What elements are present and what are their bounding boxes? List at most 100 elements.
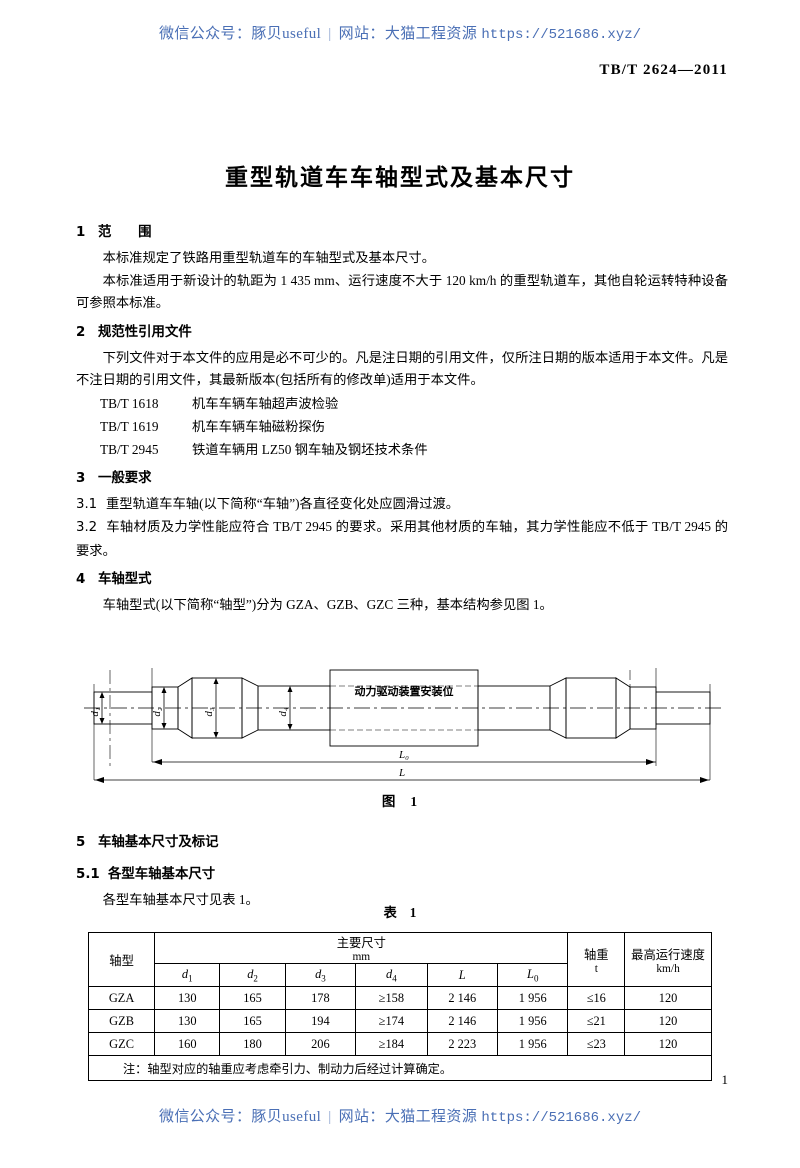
cell-L-gza: 2 146 <box>426 986 499 1010</box>
table-caption-label: 表 <box>383 906 397 921</box>
th-max-speed-label: 最高运行速度 <box>631 947 705 962</box>
reference-code-1: TB/T 1618 <box>100 395 159 411</box>
reference-name-1: 机车车辆车轴超声波检验 <box>192 395 339 411</box>
th-d2: d2 <box>219 963 286 987</box>
table-row: GZC 160 180 206 ≥184 2 223 1 956 ≤23 120 <box>87 1032 712 1056</box>
table-header-row-1: 轴型 主要尺寸 mm 轴重 t 最高运行速度 km/h <box>87 932 712 987</box>
reference-name-2: 机车车辆车轴磁粉探伤 <box>192 418 325 434</box>
section-4-paragraph-1: 车轴型式(以下简称“轴型”)分为 GZA、GZB、GZC 三种，基本结构参见图 … <box>102 597 553 612</box>
cell-type-gzb: GZB <box>87 1009 156 1033</box>
watermark-site-label: 网站：大猫工程资源 <box>338 26 478 42</box>
cell-L-gzc: 2 223 <box>426 1032 499 1056</box>
label-drive-mount: 动力驱动装置安装位 <box>355 684 454 698</box>
cell-d4-gzb: ≥174 <box>355 1009 428 1033</box>
axle-dimensions-table: 轴型 主要尺寸 mm 轴重 t 最高运行速度 km/h d1 d2 d3 d4 <box>87 932 712 1081</box>
cell-speed-gza: 120 <box>624 986 712 1010</box>
clause-number-5-1: 5.1 <box>76 867 100 882</box>
clause-number-3-1: 3.1 <box>76 496 98 512</box>
figure-1-drawing: d₁ d₂ d₃ d₄ 动力驱动装置安装位 L₀ L <box>76 662 728 822</box>
label-L: L <box>398 767 405 779</box>
cell-d2-gzb: 165 <box>219 1009 286 1033</box>
watermark-separator: | <box>328 26 332 42</box>
th-main-dimensions: 主要尺寸 mm <box>154 932 569 964</box>
watermark-wechat-label-bottom: 微信公众号：豚贝useful <box>158 1109 322 1125</box>
page-number: 1 <box>721 1072 729 1087</box>
reference-code-2: TB/T 1619 <box>100 418 159 434</box>
cell-d1-gza: 130 <box>154 986 221 1010</box>
dimension-line-L <box>94 777 710 783</box>
th-axle-load: 轴重 t <box>567 932 626 987</box>
section-number-1: 1 <box>76 225 86 240</box>
cell-d4-gza: ≥158 <box>355 986 428 1010</box>
cell-load-gzc: ≤23 <box>567 1032 626 1056</box>
section-number-3: 3 <box>76 470 86 486</box>
label-d2: d₂ <box>151 707 163 717</box>
cell-load-gza: ≤16 <box>567 986 626 1010</box>
cell-type-gza: GZA <box>87 986 156 1010</box>
th-d1: d1 <box>154 963 221 987</box>
section-title-3: 一般要求 <box>98 470 152 486</box>
section-2-paragraph-1: 下列文件对于本文件的应用是必不可少的。凡是注日期的引用文件，仅所注日期的版本适用… <box>76 349 728 388</box>
cell-speed-gzb: 120 <box>624 1009 712 1033</box>
section-title-5: 车轴基本尺寸及标记 <box>98 835 219 850</box>
th-main-dimensions-unit: mm <box>352 951 371 963</box>
cell-d2-gzc: 180 <box>219 1032 286 1056</box>
normative-reference-2: TB/T 1619 机车车辆车轴磁粉探伤 <box>76 415 728 438</box>
cell-d3-gzb: 194 <box>284 1009 357 1033</box>
clause-title-5-1: 各型车轴基本尺寸 <box>108 867 216 882</box>
label-d4: d₄ <box>277 707 289 717</box>
th-max-speed-unit: km/h <box>656 962 680 975</box>
table-note: 注：轴型对应的轴重应考虑牵引力、制动力后经过计算确定。 <box>88 1055 712 1081</box>
cell-d3-gzc: 206 <box>284 1032 357 1056</box>
cell-d2-gza: 165 <box>219 986 286 1010</box>
th-max-speed: 最高运行速度 km/h <box>624 932 712 987</box>
section-title-2: 规范性引用文件 <box>98 324 192 340</box>
cell-L0-gzb: 1 956 <box>496 1009 569 1033</box>
clause-heading-5-1: 5.1 各型车轴基本尺寸 <box>76 864 728 886</box>
cell-d4-gzc: ≥184 <box>355 1032 428 1056</box>
section-title-4: 车轴型式 <box>98 572 152 587</box>
clause-text-3-1: 重型轨道车车轴(以下简称“车轴”)各直径变化处应圆滑过渡。 <box>106 495 460 511</box>
page-title: 重型轨道车车轴型式及基本尺寸 <box>225 165 575 191</box>
dimension-line-L0 <box>152 759 656 765</box>
watermark-site-label-bottom: 网站：大猫工程资源 <box>338 1109 478 1125</box>
th-axle-load-unit: t <box>594 962 598 975</box>
section-number-2: 2 <box>76 324 86 340</box>
watermark-url-bottom: https://521686.xyz/ <box>481 1110 642 1126</box>
cell-speed-gzc: 120 <box>624 1032 712 1056</box>
section-heading-3: 3 一般要求 <box>76 468 728 490</box>
dimension-arrows-diameters <box>99 678 293 738</box>
watermark-wechat-label: 微信公众号：豚贝useful <box>158 26 322 42</box>
watermark-separator-bottom: | <box>328 1109 332 1125</box>
clause-5-1-text: 各型车轴基本尺寸见表 1。 <box>102 892 259 907</box>
clause-text-3-2: 车轴材质及力学性能应符合 TB/T 2945 的要求。采用其他材质的车轴，其力学… <box>76 519 728 558</box>
section-1-paragraph-1: 本标准规定了铁路用重型轨道车的车轴型式及基本尺寸。 <box>102 250 436 265</box>
table-caption-number: 1 <box>409 905 417 920</box>
th-d4: d4 <box>355 963 428 987</box>
clause-3-1: 3.1 重型轨道车车轴(以下简称“车轴”)各直径变化处应圆滑过渡。 <box>76 493 728 517</box>
cell-load-gzb: ≤21 <box>567 1009 626 1033</box>
th-axle-load-label: 轴重 <box>583 947 609 962</box>
cell-d3-gza: 178 <box>284 986 357 1010</box>
cell-d1-gzc: 160 <box>154 1032 221 1056</box>
watermark-bottom: 微信公众号：豚贝useful | 网站：大猫工程资源 https://521686.… <box>0 1105 800 1126</box>
label-L0: L₀ <box>398 749 409 761</box>
table-header-row-2: d1 d2 d3 d4 L L0 <box>89 963 712 987</box>
th-main-dimensions-label: 主要尺寸 <box>336 936 386 950</box>
cell-L0-gza: 1 956 <box>496 986 569 1010</box>
table-row: GZB 130 165 194 ≥174 2 146 1 956 ≤21 120 <box>87 1009 712 1033</box>
table-note-row: 注：轴型对应的轴重应考虑牵引力、制动力后经过计算确定。 <box>88 1055 712 1081</box>
th-d3: d3 <box>284 963 357 987</box>
label-d1: d₁ <box>89 707 101 717</box>
figure-caption-number: 1 <box>410 794 419 809</box>
standard-number: TB/T 2624—2011 <box>599 62 728 78</box>
axle-body-right <box>477 685 551 731</box>
